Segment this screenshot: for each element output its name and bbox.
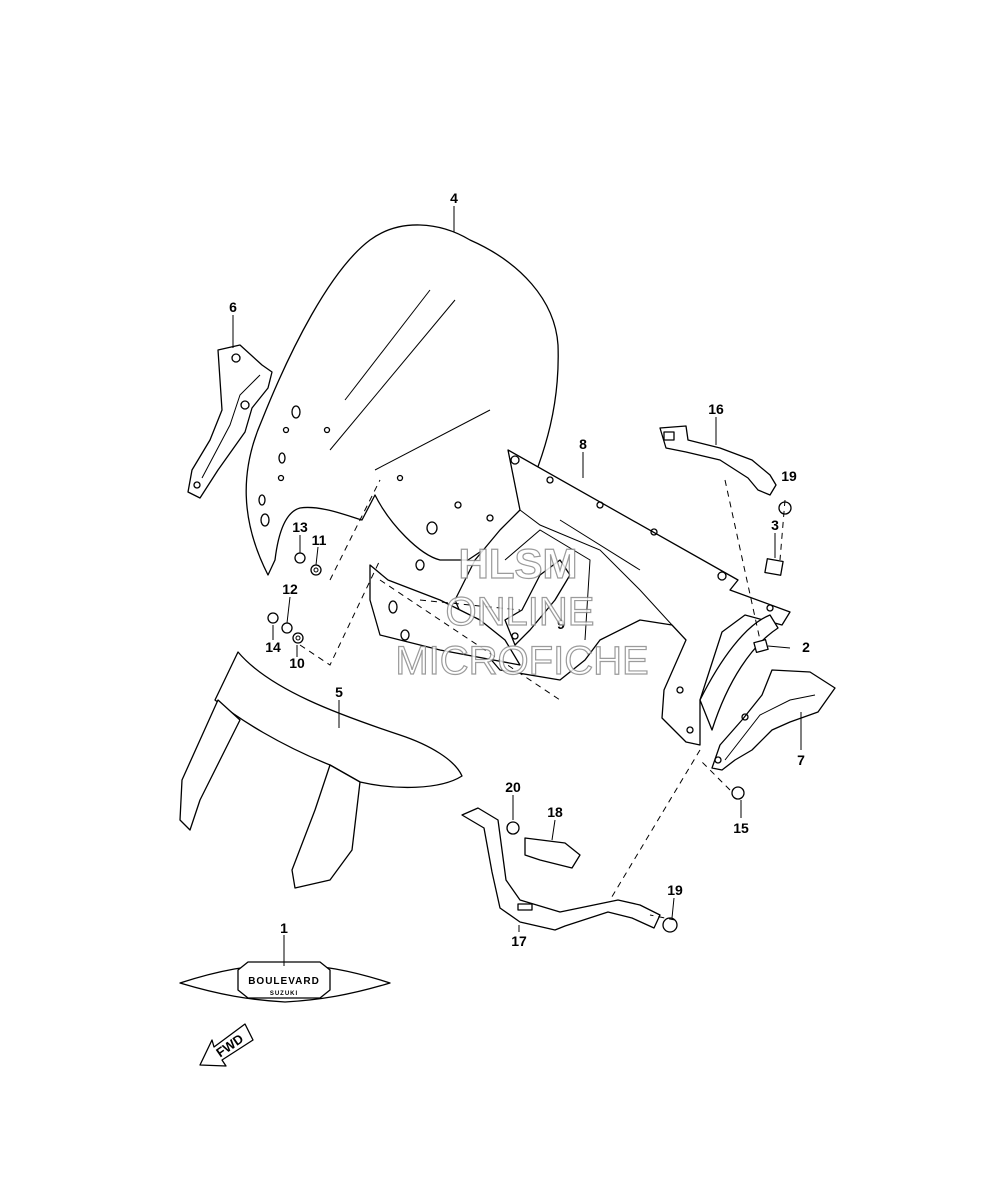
watermark-line-2: ONLINE [446,590,595,634]
clip-plate-part-18 [524,837,581,869]
bolt-part-13 [294,552,306,564]
callout-3: 3 [771,517,779,533]
washer-part-12 [281,622,293,634]
callout-16: 16 [708,401,724,417]
callout-19-upper: 19 [781,468,797,484]
fwd-arrow-icon: FWD [199,1023,254,1067]
callout-8: 8 [579,436,587,452]
left-bracket-part-6 [187,344,273,499]
bolt-part-14 [267,612,279,624]
stay-bar-part-17 [461,807,661,931]
right-bracket-part-7 [711,669,836,771]
callout-20: 20 [505,779,521,795]
bolt-part-19-lower [662,917,678,933]
callout-4: 4 [450,190,458,206]
callout-6: 6 [229,299,237,315]
lower-cowl-part-5 [179,651,463,889]
callout-15: 15 [733,820,749,836]
callout-labels: 1 2 3 4 5 6 7 8 9 10 11 12 13 14 15 16 1… [229,190,810,949]
pad-part-2 [753,638,769,654]
emblem-subtext: SUZUKI [270,991,298,997]
callout-5: 5 [335,684,343,700]
assembly-lines [299,479,786,921]
bracket-part-8 [369,449,791,746]
stay-bar-part-16 [659,425,777,496]
nut-part-11 [310,564,322,576]
callout-18: 18 [547,804,563,820]
bracket-part-9 [504,559,571,646]
callout-19-lower: 19 [667,882,683,898]
callout-7: 7 [797,752,805,768]
callout-9: 9 [557,616,565,632]
bolt-part-20 [506,821,520,835]
callout-13: 13 [292,519,308,535]
leader-lines [232,206,802,966]
nut-part-10 [292,632,304,644]
watermark-line-3: MICROFICHE [395,639,648,683]
callout-17: 17 [511,933,527,949]
emblem-text: BOULEVARD [248,976,320,987]
callout-12: 12 [282,581,298,597]
watermark-line-1: HLSM [459,540,578,587]
emblem-part-1: BOULEVARD SUZUKI [179,961,391,1003]
windscreen-part-4 [245,224,559,576]
callout-11: 11 [312,532,327,548]
pad-part-3 [764,558,784,576]
bolt-part-15 [731,786,745,800]
callout-14: 14 [265,639,281,655]
callout-2: 2 [802,639,810,655]
callout-10: 10 [289,655,305,671]
callout-1: 1 [280,920,288,936]
watermark: HLSM ONLINE MICROFICHE [395,539,650,683]
